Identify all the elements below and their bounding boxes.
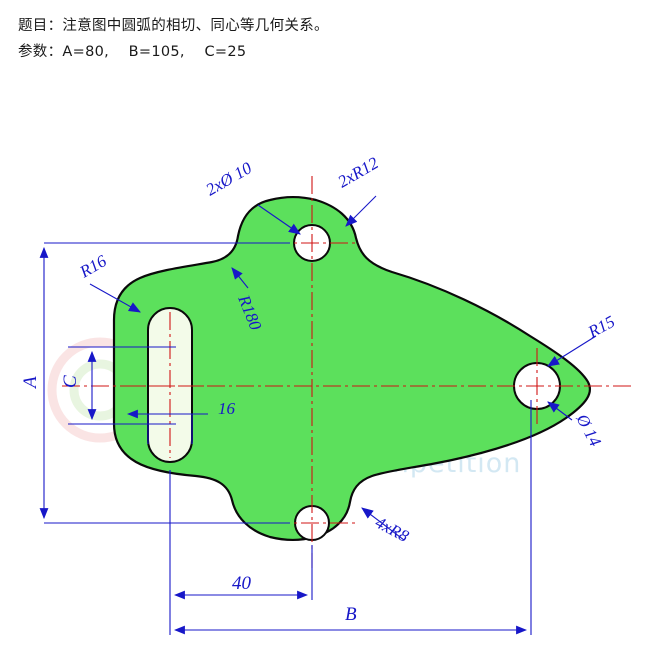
label-D14: Ø 14 (572, 410, 605, 450)
dimension-lines (39, 195, 597, 635)
problem-parameters-text: 参数：A=80, B=105, C=25 (18, 44, 247, 60)
leader-R15 (547, 335, 597, 367)
leader-2xD10 (257, 204, 301, 235)
part-geometry (112, 195, 592, 542)
label-R16: R16 (76, 251, 111, 282)
label-40: 40 (232, 573, 252, 594)
label-2xR12: 2xR12 (335, 153, 383, 191)
leader-R16 (89, 283, 141, 313)
label-16: 16 (218, 399, 236, 418)
part-outline (112, 195, 592, 542)
label-B: B (345, 604, 357, 625)
leader-D14 (547, 401, 573, 421)
label-R15: R15 (584, 312, 618, 342)
leader-2xR12 (345, 195, 377, 227)
label-2xD10: 2xØ 10 (203, 158, 256, 199)
label-C: C (60, 375, 81, 388)
label-A: A (20, 376, 41, 390)
problem-title-text: 题目：注意图中圆弧的相切、同心等几何关系。 (18, 18, 329, 34)
leader-4xR8 (361, 507, 405, 541)
leader-R180 (231, 267, 249, 289)
label-4xR8: 4xR8 (372, 513, 412, 546)
